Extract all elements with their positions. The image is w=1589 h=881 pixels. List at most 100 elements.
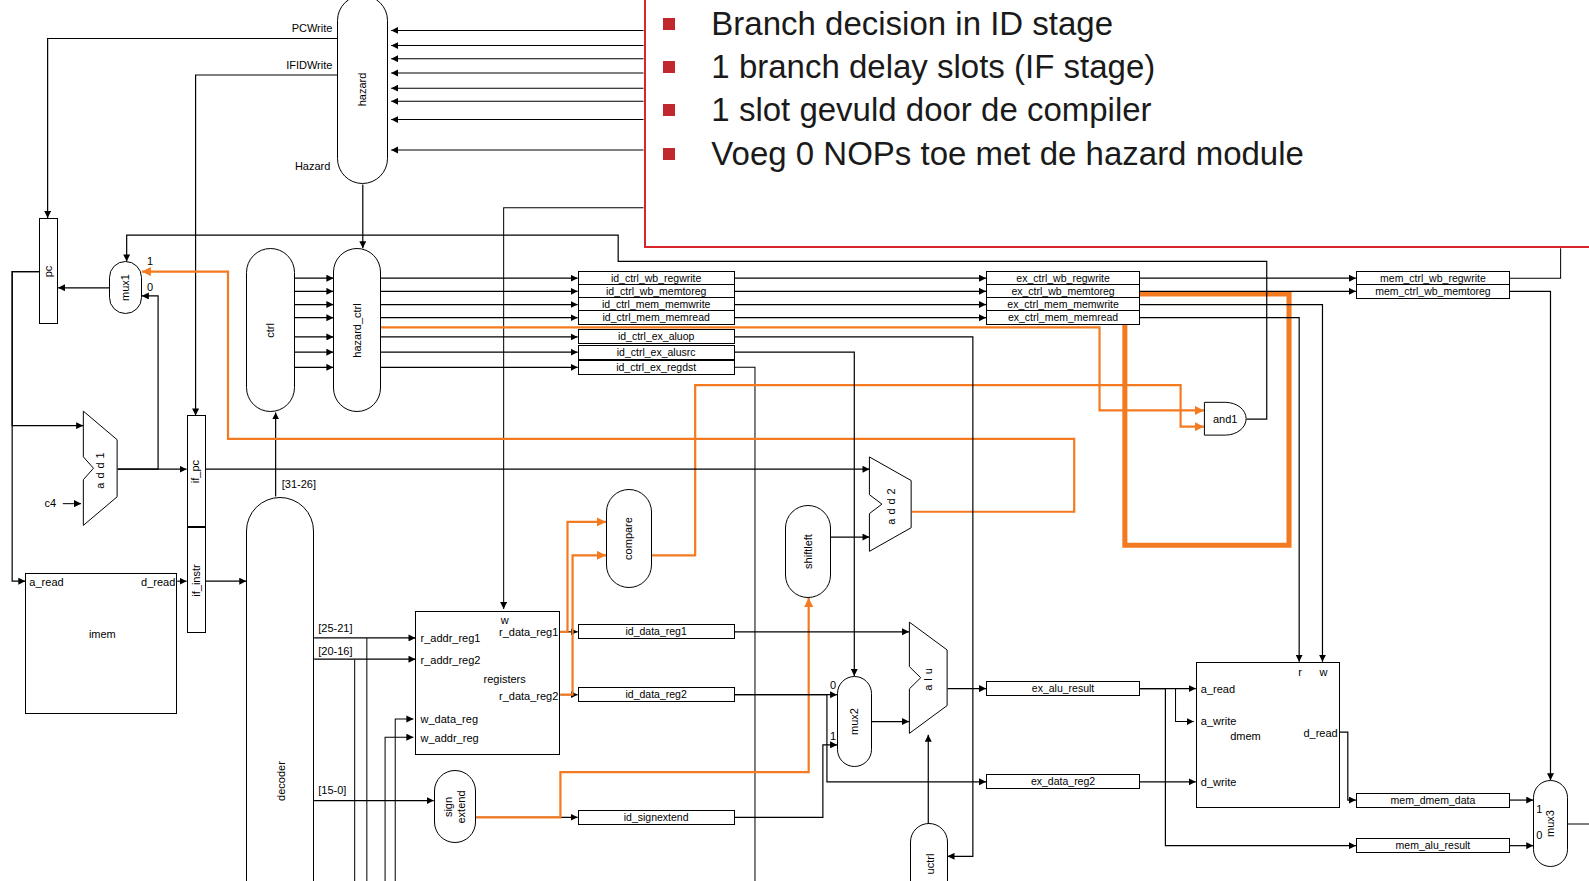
signal-wire	[381, 336, 578, 337]
hardware-block: pc	[39, 218, 58, 324]
component-label: id_ctrl_ex_aluop	[618, 331, 694, 342]
signal-wire	[948, 688, 987, 689]
pipeline-register: ex_alu_result	[986, 681, 1140, 696]
pipeline-register: id_ctrl_ex_aluop	[578, 329, 735, 344]
signal-wire	[735, 304, 986, 305]
signal-wire	[1140, 318, 1299, 662]
signal-wire	[127, 235, 1267, 419]
signal-label: 1	[147, 255, 153, 268]
address-wire	[1176, 689, 1194, 722]
adder-unit-body	[909, 622, 947, 733]
component-label: d_read	[141, 576, 175, 589]
pipeline-register: ex_ctrl_mem_memread	[986, 310, 1140, 325]
field-wire	[366, 638, 367, 881]
component-label: uctrl	[923, 854, 936, 875]
signal-wire	[295, 291, 334, 292]
logic-unit: mux3	[1533, 780, 1567, 867]
component-label: w	[501, 613, 509, 626]
signal-wire	[1510, 799, 1533, 800]
bullet-text: 1 slot gevuld door de compiler	[711, 91, 1151, 129]
logic-unit: mux2	[837, 676, 871, 767]
component-label: mem_alu_result	[1396, 840, 1471, 851]
bullet-text: Voeg 0 NOPs toe met de hazard module	[711, 135, 1304, 173]
component-label: r_addr_reg2	[421, 654, 481, 667]
hazard-input-wire	[391, 30, 643, 31]
component-label: id_ctrl_wb_regwrite	[611, 273, 701, 284]
signal-label: Hazard	[295, 160, 330, 173]
signal-label: [15-0]	[318, 784, 346, 797]
pipeline-register: id_signextend	[578, 810, 735, 825]
and-gate-body	[1204, 403, 1246, 436]
adder-unit: add2	[869, 456, 912, 552]
signal-wire	[48, 39, 338, 218]
signal-wire	[381, 317, 578, 318]
component-label: alu	[922, 665, 935, 692]
signal-wire	[735, 278, 986, 279]
component-label: r_data_reg1	[499, 626, 558, 639]
component-label: w	[1319, 666, 1327, 679]
component-label: and1	[1213, 413, 1237, 426]
hazard-input-wire	[391, 149, 643, 150]
signal-wire	[1340, 732, 1356, 800]
hazard-input-wire	[391, 101, 643, 102]
signal-wire	[381, 278, 578, 279]
hardware-block: if_pc	[187, 415, 206, 526]
component-label: w_addr_reg	[421, 732, 479, 745]
signal-wire	[735, 317, 986, 318]
signal-wire	[872, 721, 909, 722]
component-label: compare	[622, 517, 635, 560]
bullet-text: Branch decision in ID stage	[711, 5, 1113, 43]
component-label: id_data_reg2	[626, 689, 687, 700]
pipeline-register: mem_alu_result	[1356, 838, 1510, 853]
component-label: if_pc	[190, 460, 203, 483]
component-label: id_data_reg1	[626, 626, 687, 637]
signal-wire	[1140, 291, 1356, 292]
signal-wire	[314, 800, 434, 801]
bullet-text: 1 branch delay slots (IF stage)	[711, 48, 1155, 86]
signal-label: 0	[147, 281, 153, 294]
signal-wire	[362, 184, 363, 248]
signal-wire	[831, 536, 870, 537]
signal-label: [25-21]	[318, 622, 352, 635]
signal-wire	[295, 317, 334, 318]
signal-wire	[1510, 291, 1551, 780]
hazard-input-wire	[391, 58, 643, 59]
signal-wire	[381, 352, 578, 353]
component-label: r_data_reg2	[499, 690, 558, 703]
logic-unit: sign extend	[434, 770, 477, 843]
component-label: ex_alu_result	[1032, 683, 1094, 694]
signal-wire	[295, 278, 334, 279]
signal-wire	[12, 272, 39, 582]
signal-wire	[1140, 781, 1196, 782]
component-label: shiftleft	[802, 534, 815, 569]
component-label: mem_dmem_data	[1391, 795, 1476, 806]
component-label: id_ctrl_ex_regdst	[616, 362, 696, 373]
component-label: add2	[884, 484, 897, 524]
writeback-wire	[1568, 823, 1589, 824]
signal-wire	[735, 337, 973, 856]
signal-wire	[735, 745, 837, 817]
signal-label: [20-16]	[318, 645, 352, 658]
component-label: d_read	[1303, 727, 1337, 740]
component-label: ex_ctrl_wb_memtoreg	[1011, 286, 1114, 297]
component-label: d_write	[1201, 776, 1236, 789]
component-label: a_read	[29, 576, 63, 589]
pipeline-register: id_ctrl_mem_memread	[578, 310, 735, 325]
signal-wire	[295, 367, 334, 368]
hardware-block: a_read d_readimem	[25, 573, 177, 715]
logic-unit: hazard_ctrl	[333, 248, 381, 412]
component-label: if_instr	[190, 564, 203, 596]
component-label: w_data_reg	[421, 713, 479, 726]
pipeline-register: ex_ctrl_mem_memwrite	[986, 297, 1140, 312]
signal-wire	[118, 469, 187, 470]
component-label: ctrl	[264, 323, 277, 338]
component-label: mux3	[1544, 810, 1557, 837]
component-label: a_read	[1201, 683, 1235, 696]
signal-label: c4	[45, 497, 57, 510]
component-label: id_ctrl_mem_memread	[602, 312, 709, 323]
component-label: a_write	[1201, 715, 1236, 728]
component-label: imem	[89, 628, 116, 641]
signal-wire	[381, 327, 1204, 410]
and-gate: and1	[1204, 402, 1247, 435]
